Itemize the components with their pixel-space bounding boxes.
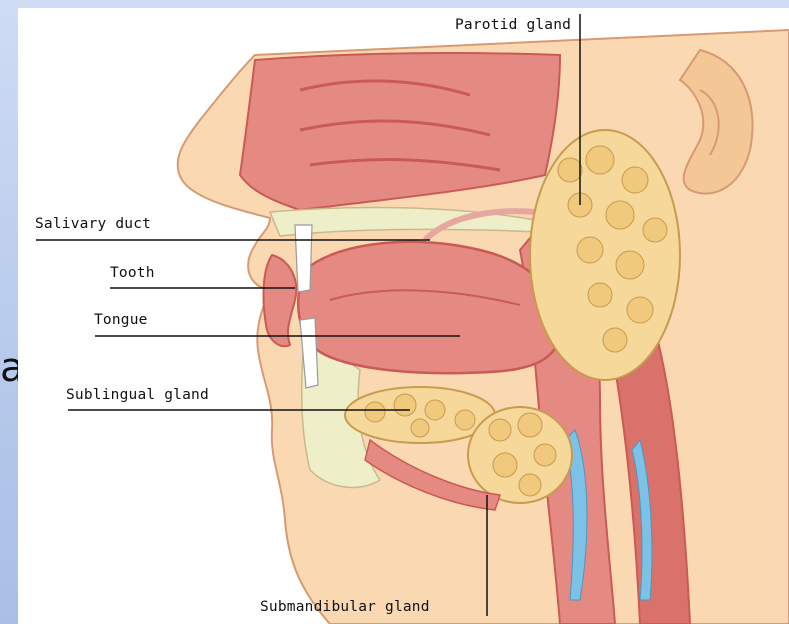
parotid-gland-illustration xyxy=(530,130,680,380)
label-tongue: Tongue xyxy=(94,312,148,328)
label-sublingual-gland: Sublingual gland xyxy=(66,387,209,403)
label-submandibular-gland: Submandibular gland xyxy=(260,599,430,615)
label-salivary-duct: Salivary duct xyxy=(35,216,151,232)
upper-teeth xyxy=(295,225,312,292)
label-tooth: Tooth xyxy=(110,265,155,281)
diagram-panel: Parotid gland Salivary duct Tooth Tongue… xyxy=(18,8,789,624)
label-parotid-gland: Parotid gland xyxy=(455,17,571,33)
submandibular-gland-illustration xyxy=(468,407,572,503)
